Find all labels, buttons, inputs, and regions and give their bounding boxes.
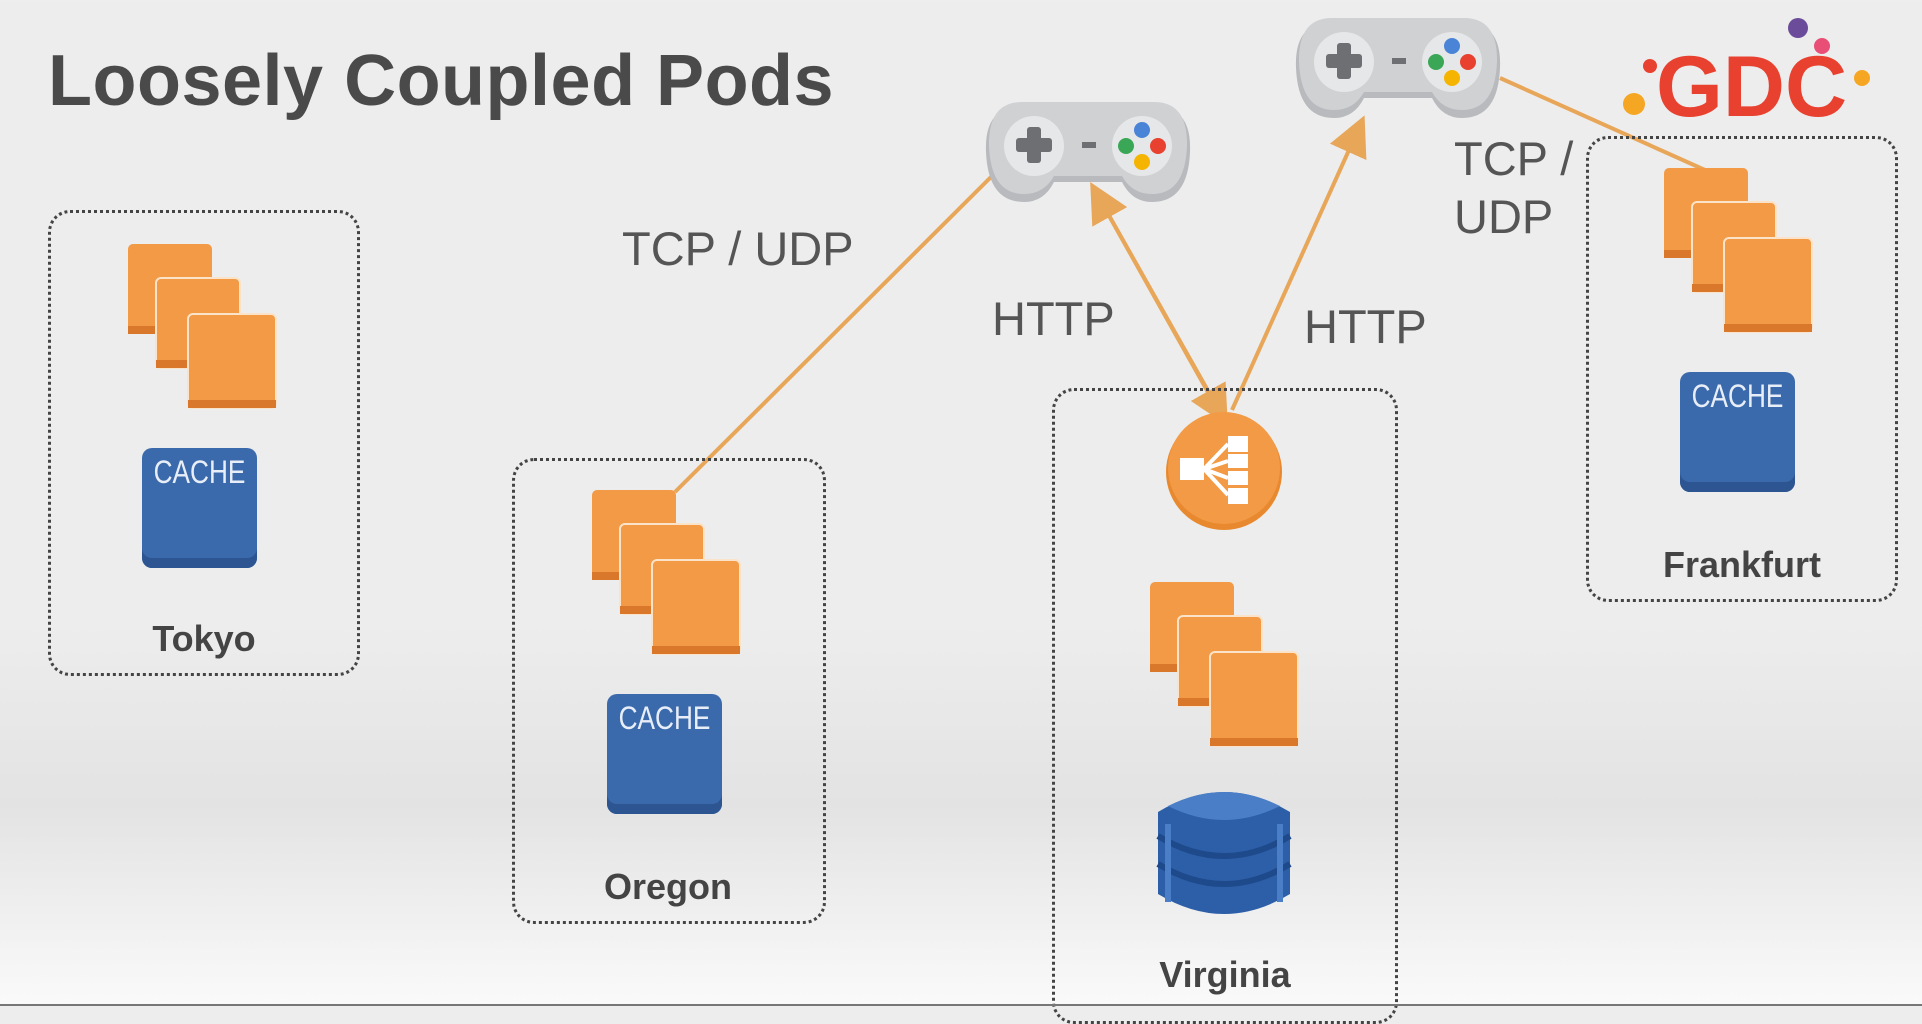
server-stack-icon <box>128 244 277 409</box>
connection-label-tcp-udp-oregon: TCP / UDP <box>622 222 854 275</box>
bottom-border <box>0 1004 1922 1006</box>
region-tokyo <box>48 210 360 676</box>
region-label-frankfurt: Frankfurt <box>1662 544 1821 585</box>
server-stack-icon <box>1664 168 1813 333</box>
region-label-oregon: Oregon <box>603 866 732 907</box>
server-stack-icon <box>592 490 741 655</box>
cache-icon: CACHE <box>142 448 257 568</box>
slide-title: Loosely Coupled Pods <box>48 41 835 121</box>
server-stack-icon <box>1150 582 1299 747</box>
connection-label-http-1: HTTP <box>992 292 1115 345</box>
http-arrow-to-lb <box>1096 195 1228 426</box>
game-controller-icon <box>1295 18 1501 118</box>
region-label-virginia: Virginia <box>1159 954 1291 995</box>
region-oregon <box>512 458 826 924</box>
gdc-logo-text: GDC <box>1656 39 1847 133</box>
http-arrow-to-controller-2 <box>1230 115 1367 411</box>
gdc-logo: GDC <box>1623 18 1870 133</box>
cache-label: CACHE <box>618 700 711 736</box>
connection-label-tcp-udp-frankfurt: TCP / UDP <box>1454 132 1574 243</box>
cache-icon: CACHE <box>1680 372 1795 492</box>
connection-label-http-2: HTTP <box>1304 300 1427 353</box>
tcp-udp-line-frankfurt <box>1499 76 1706 172</box>
database-icon <box>1156 792 1292 914</box>
cache-label: CACHE <box>1691 378 1784 414</box>
game-controller-icon <box>985 102 1191 202</box>
region-frankfurt <box>1586 136 1898 602</box>
load-balancer-icon <box>1166 412 1282 530</box>
cache-label: CACHE <box>153 454 246 490</box>
cache-icon: CACHE <box>607 694 722 814</box>
tcp-udp-line-oregon <box>673 166 1002 494</box>
region-label-tokyo: Tokyo <box>152 618 256 659</box>
